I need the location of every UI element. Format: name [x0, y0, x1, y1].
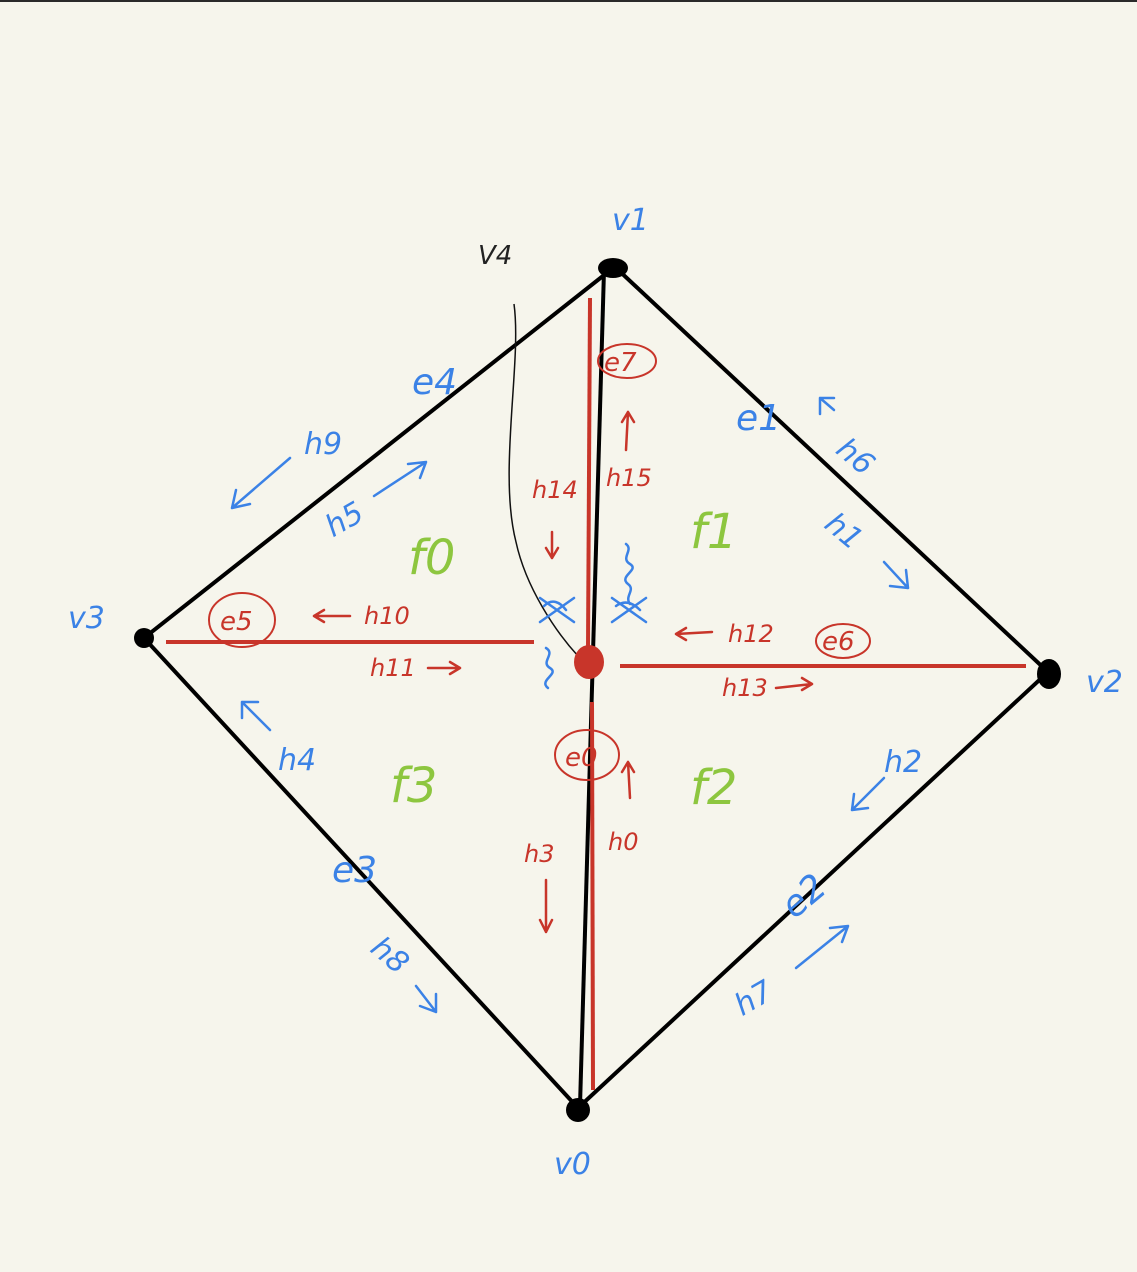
edge-v1-v2 [612, 264, 1050, 674]
halfedge-h15: h15 [606, 410, 652, 492]
edge-v3-v1 [142, 270, 610, 640]
label-v3: v3 [68, 601, 105, 636]
halfedge-h12: h12 [674, 620, 774, 648]
label-v1: v1 [612, 203, 649, 238]
halfedge-h1: h1 [818, 506, 910, 590]
halfedge-h11: h11 [370, 654, 462, 682]
edge-v0-v3 [142, 636, 580, 1110]
svg-text:h3: h3 [524, 840, 554, 868]
halfedge-h14: h14 [532, 476, 578, 560]
circled-e6: e6 [815, 623, 871, 659]
vertex-v2-dot [1037, 659, 1061, 689]
svg-text:h7: h7 [729, 974, 780, 1023]
circled-e7: e7 [597, 343, 657, 379]
halfedge-h9: h9 [230, 427, 342, 510]
svg-text:h0: h0 [608, 828, 638, 856]
circled-e5: e5 [208, 592, 276, 648]
svg-text:e5: e5 [220, 607, 253, 637]
outer-edges [142, 264, 1050, 1110]
label-v4: V4 [478, 241, 512, 271]
red-edge-e7 [586, 297, 592, 651]
svg-text:h2: h2 [884, 745, 922, 780]
v4-pointer-line [508, 303, 579, 657]
svg-text:h12: h12 [728, 620, 774, 648]
svg-text:e6: e6 [822, 627, 855, 657]
label-f0: f0 [408, 530, 455, 586]
red-edges [166, 297, 1026, 1091]
label-e3: e3 [332, 850, 377, 891]
svg-text:e0: e0 [565, 743, 598, 773]
halfedge-h2: h2 [850, 745, 922, 812]
vertex-v3-dot [134, 628, 154, 648]
vertex-v0-dot [566, 1098, 590, 1122]
label-f3: f3 [390, 758, 437, 814]
vertex-v1-dot [598, 258, 628, 278]
svg-text:h11: h11 [370, 654, 416, 682]
svg-text:h14: h14 [532, 476, 578, 504]
svg-text:h13: h13 [722, 674, 768, 702]
scribbled-marks [538, 542, 648, 690]
halfedge-h4: h4 [240, 700, 316, 778]
svg-text:h5: h5 [319, 495, 370, 544]
vertex-v4-dot [574, 645, 604, 679]
halfedge-h0: h0 [608, 760, 638, 856]
svg-text:h10: h10 [364, 602, 410, 630]
halfedge-h7: h7 [729, 924, 850, 1023]
svg-text:h8: h8 [364, 930, 416, 981]
svg-text:h4: h4 [278, 743, 316, 778]
label-e1: e1 [736, 398, 781, 439]
label-v2: v2 [1086, 665, 1123, 700]
halfedge-h3: h3 [524, 840, 554, 934]
svg-text:h9: h9 [304, 427, 342, 462]
label-v0: v0 [554, 1147, 591, 1182]
circled-e0: e0 [554, 729, 620, 781]
svg-text:e7: e7 [604, 348, 637, 378]
vertex-markers [134, 258, 1061, 1122]
halfedge-h13: h13 [722, 674, 814, 702]
edge-v2-v0 [576, 670, 1050, 1110]
svg-text:h15: h15 [606, 464, 652, 492]
red-edge-e0 [590, 701, 595, 1091]
svg-text:h1: h1 [818, 506, 870, 557]
edge-v1-v0 [578, 269, 606, 1107]
label-f2: f2 [690, 760, 737, 816]
halfedge-h10: h10 [312, 602, 410, 630]
label-e4: e4 [412, 362, 457, 403]
label-f1: f1 [690, 504, 737, 560]
